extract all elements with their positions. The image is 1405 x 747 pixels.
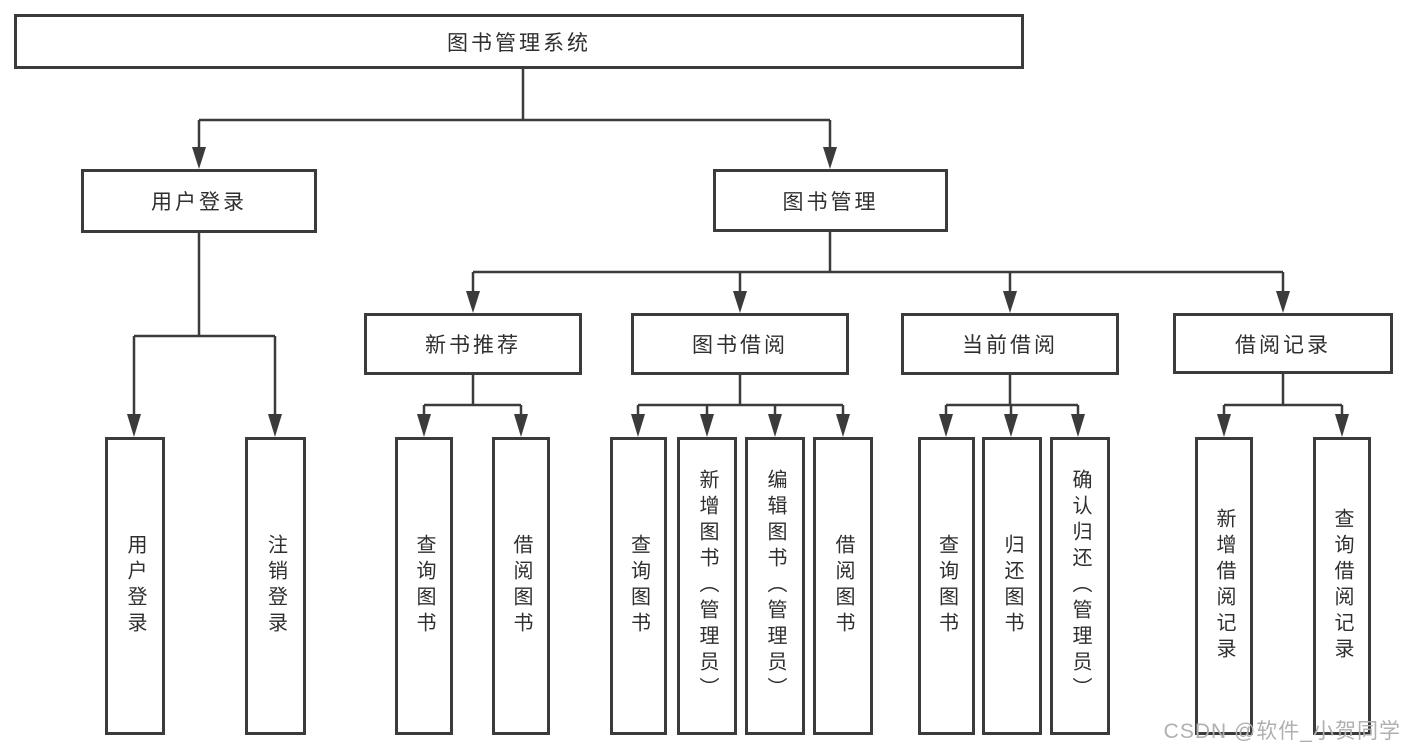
node-user-login: 用户登录 — [81, 169, 317, 233]
leaf-query-books-recommend: 查询图书 — [395, 437, 453, 735]
leaf-add-borrow-record: 新增借阅记录 — [1195, 437, 1253, 735]
leaf-edit-books-admin: 编辑图书（管理员） — [745, 437, 805, 735]
node-label: 借阅记录 — [1235, 333, 1331, 357]
leaf-label: 借阅图书 — [510, 534, 532, 638]
node-label: 用户登录 — [151, 191, 247, 214]
node-current-borrowing: 当前借阅 — [901, 313, 1119, 375]
leaf-label: 新增图书（管理员） — [696, 469, 718, 703]
node-library-management-system: 图书管理系统 — [14, 14, 1024, 69]
leaf-logout: 注销登录 — [245, 437, 306, 735]
leaf-label: 查询图书 — [627, 534, 650, 638]
leaf-borrow-books: 借阅图书 — [813, 437, 873, 735]
leaf-label: 查询图书 — [413, 534, 435, 638]
leaf-query-books-borrow: 查询图书 — [610, 437, 667, 735]
leaf-label: 新增借阅记录 — [1213, 508, 1235, 664]
leaf-label: 确认归还（管理员） — [1069, 469, 1091, 703]
node-label: 图书管理系统 — [447, 31, 591, 55]
leaf-borrow-books-recommend: 借阅图书 — [492, 437, 550, 735]
leaf-confirm-return-admin: 确认归还（管理员） — [1050, 437, 1110, 735]
leaf-user-login: 用户登录 — [105, 437, 165, 735]
leaf-label: 归还图书 — [1001, 534, 1023, 638]
node-new-book-recommend: 新书推荐 — [364, 313, 582, 375]
node-borrowing-records: 借阅记录 — [1173, 313, 1393, 374]
leaf-label: 借阅图书 — [832, 534, 854, 638]
node-book-management: 图书管理 — [713, 169, 948, 232]
node-label: 图书借阅 — [692, 334, 788, 357]
leaf-label: 注销登录 — [264, 534, 287, 638]
node-label: 图书管理 — [782, 190, 879, 214]
leaf-add-books-admin: 新增图书（管理员） — [677, 437, 737, 735]
leaf-query-borrow-record: 查询借阅记录 — [1313, 437, 1371, 735]
leaf-query-books-current: 查询图书 — [918, 437, 975, 735]
node-label: 新书推荐 — [425, 334, 521, 357]
leaf-return-books: 归还图书 — [982, 437, 1042, 735]
leaf-label: 编辑图书（管理员） — [764, 469, 786, 703]
arrowheads — [127, 147, 1349, 437]
leaf-label: 查询图书 — [935, 534, 958, 638]
node-label: 当前借阅 — [962, 334, 1058, 357]
leaf-label: 用户登录 — [124, 534, 146, 638]
node-book-borrowing: 图书借阅 — [631, 313, 849, 375]
leaf-label: 查询借阅记录 — [1331, 508, 1353, 664]
csdn-watermark: CSDN @软件_小贺同学 — [1163, 720, 1401, 743]
